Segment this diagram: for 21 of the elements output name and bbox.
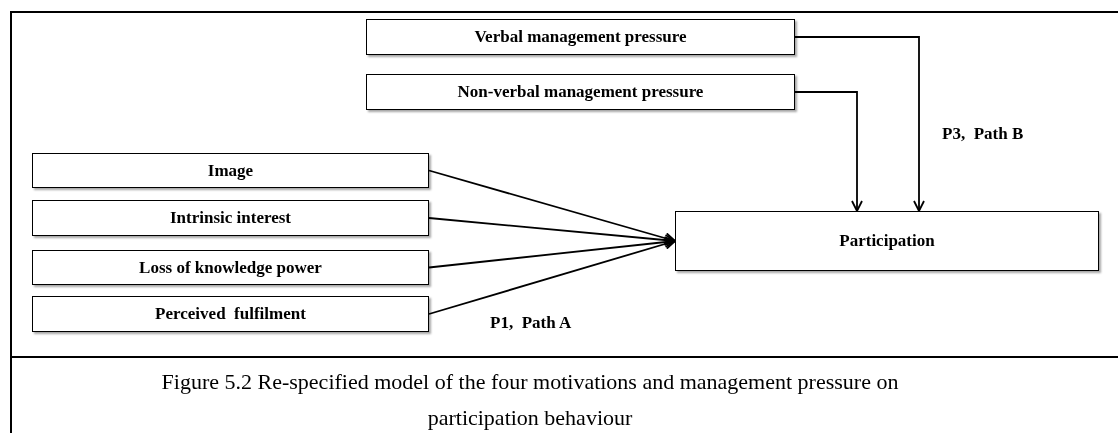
figure-caption: Figure 5.2 Re-specified model of the four motivations and management pressure on participation behaviour [160, 368, 900, 432]
node-label: Non-verbal management pressure [457, 82, 704, 102]
outcome-box [675, 211, 1099, 271]
node-label: Verbal management pressure [474, 27, 687, 47]
arrow [428, 238, 676, 315]
node-label: Participation [839, 231, 935, 251]
node-label: Loss of knowledge power [139, 257, 322, 278]
arrow [794, 36, 925, 212]
factor-box [32, 296, 429, 332]
arrow [794, 91, 863, 212]
factor-box [32, 153, 429, 188]
factor-box [366, 74, 795, 110]
factor-box [32, 200, 429, 236]
path-label: P1, Path A [490, 313, 572, 333]
node-label: Perceived fulfilment [155, 304, 306, 324]
factor-box [32, 250, 429, 285]
node-label: Image [207, 160, 254, 181]
factor-box [366, 19, 795, 55]
arrow [428, 217, 676, 246]
node-label: Intrinsic interest [169, 208, 291, 228]
path-label: P3, Path B [942, 124, 1024, 144]
